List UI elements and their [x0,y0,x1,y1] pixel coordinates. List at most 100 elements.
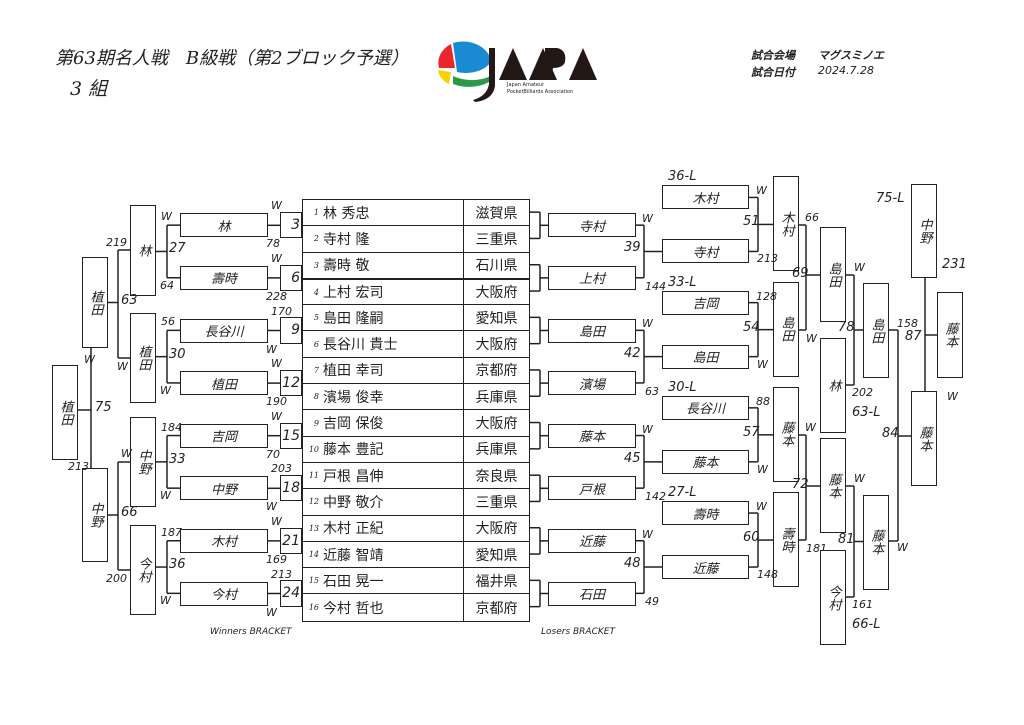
player-prefecture: 大阪府 [475,337,518,354]
losers-drop-box[interactable]: 今村 [820,550,846,645]
player-number: 8 [313,392,319,402]
losers-r2-box[interactable]: 近藤 [662,555,749,580]
drop-label: 27-L [668,485,697,501]
losers-r3-box[interactable]: 壽時 [773,492,799,588]
logo-subtitle-1: Japan Amateur [507,82,545,88]
losers-r1-box[interactable]: 石田 [548,581,636,606]
losers-drop-box[interactable]: 吉岡 [662,290,749,315]
losers-r5-box[interactable]: 島田 [863,283,889,378]
score-label: 27 [169,241,186,257]
losers-r4-box[interactable]: 島田 [820,227,846,322]
drop-label: 66-L [852,617,881,632]
winners-r1-box[interactable]: 林 [180,213,268,238]
winners-bracket-caption: Winners BRACKET [210,627,292,637]
score-label: 81 [838,531,855,547]
score-label: W [642,317,653,331]
score-label: 57 [743,424,760,440]
winners-r1-box[interactable]: 今村 [180,581,268,606]
losers-r3-box[interactable]: 藤本 [773,386,799,482]
losers-r5-box[interactable]: 藤本 [863,494,889,590]
match-number-box: 12 [280,369,302,397]
drop-label: 36-L [668,169,697,185]
player-number: 16 [308,603,319,613]
score-label: 36 [169,557,186,573]
losers-r1-box[interactable]: 近藤 [548,528,636,553]
score-label: W [756,184,767,198]
losers-r6-box[interactable]: 藤本 [911,391,937,486]
losers-r3-box[interactable]: 木村 [773,176,799,272]
losers-r1-box[interactable]: 濱場 [548,371,636,396]
score-label: 33 [169,451,186,467]
player-prefecture: 奈良県 [475,468,518,485]
losers-drop-box[interactable]: 長谷川 [662,395,749,420]
player-number: 1 [313,208,319,218]
group-label: 3 組 [70,78,108,100]
player-prefecture: 福井県 [475,573,518,590]
date-value: 2024.7.28 [818,64,874,77]
score-label: 54 [743,319,760,335]
score-label: W [266,500,277,514]
player-number: 7 [313,365,319,375]
winners-r2-box[interactable]: 植田 [130,313,156,403]
logo-subtitle-2: PocketBilliards Association [507,89,574,95]
player-number: 14 [308,550,319,559]
winners-r1-box[interactable]: 吉岡 [180,423,268,448]
losers-r2-box[interactable]: 寺村 [662,239,749,264]
losers-r1-box[interactable]: 島田 [548,318,636,343]
winners-r3-box[interactable]: 植田 [82,257,108,348]
losers-drop-box[interactable]: 木村 [662,185,749,210]
winners-r3-box[interactable]: 中野 [82,468,108,562]
match-number-box: 21 [280,527,302,555]
score-label: 148 [757,568,778,582]
player-name: 吉岡 保俊 [321,410,464,436]
winners-r2-box[interactable]: 林 [130,205,156,296]
losers-drop-box[interactable]: 中野 [911,184,937,278]
score-label: 158 [897,317,918,330]
winners-r1-box[interactable]: 植田 [180,371,268,396]
winners-r1-box[interactable]: 木村 [180,528,268,553]
losers-r1-box[interactable]: 戸根 [548,476,636,501]
match-number-box: 9 [280,317,302,344]
winners-r2-box[interactable]: 中野 [130,417,156,507]
score-label: 142 [645,490,666,504]
player-name: 石田 晃一 [321,568,464,594]
winners-r2-box[interactable]: 今村 [130,525,156,615]
losers-r4-box[interactable]: 藤本 [820,438,846,533]
losers-r1-box[interactable]: 上村 [548,265,636,290]
player-prefecture: 愛知県 [475,547,518,564]
score-label: W [84,353,95,366]
winners-r1-box[interactable]: 壽時 [180,265,268,290]
losers-r3-box[interactable]: 島田 [773,281,799,377]
score-label: 161 [852,598,873,611]
player-name: 上村 宏司 [321,279,464,305]
winners-r1-box[interactable]: 長谷川 [180,318,268,343]
winners-r1-box[interactable]: 中野 [180,476,268,501]
losers-r1-box[interactable]: 寺村 [548,213,636,238]
player-number: 6 [313,339,319,349]
score-label: W [160,489,171,503]
losers-drop-box[interactable]: 林 [820,338,846,433]
drop-label: 63-L [852,405,881,420]
match-number-box: 15 [280,422,302,449]
player-name: 中野 敬介 [321,489,464,515]
losers-r1-box[interactable]: 藤本 [548,423,636,448]
winners-final-box[interactable]: 植田 [52,365,78,460]
player-prefecture: 滋賀県 [475,205,518,222]
player-number: 3 [313,260,319,270]
player-name: 寺村 隆 [321,226,464,252]
score-label: 75 [95,400,112,415]
losers-r2-box[interactable]: 藤本 [662,449,749,474]
losers-r2-box[interactable]: 島田 [662,344,749,369]
score-label: W [117,360,128,373]
losers-drop-box[interactable]: 壽時 [662,501,749,526]
losers-final-box[interactable]: 藤本 [937,292,963,378]
score-label: 228 [266,289,287,303]
